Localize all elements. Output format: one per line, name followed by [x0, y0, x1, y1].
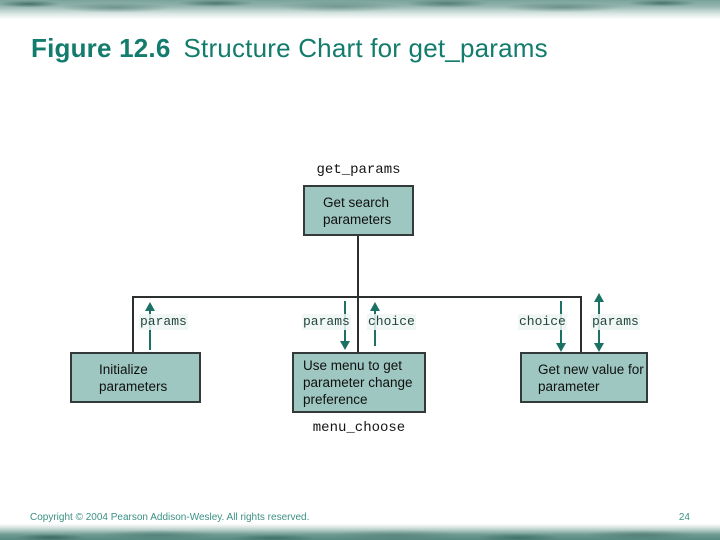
module-box-text: Get new value for parameter [538, 361, 644, 394]
module-label-menu-choose: menu_choose [312, 420, 406, 436]
module-box-text: Use menu to get parameter change prefere… [303, 358, 413, 407]
page-number: 24 [678, 512, 690, 523]
couple-label-params-middle: params [302, 314, 351, 330]
connector-left-drop [132, 297, 134, 352]
module-box-get-search-parameters: Get search parameters [303, 185, 414, 236]
connector-middle-drop [357, 297, 359, 352]
connector-right-drop [580, 297, 582, 352]
module-label-get-params: get_params [316, 162, 401, 178]
top-texture-band [0, 0, 720, 22]
module-box-initialize-parameters: Initialize parameters [70, 352, 201, 403]
module-box-text: Initialize parameters [99, 361, 168, 394]
module-box-get-new-value: Get new value for parameter [520, 352, 648, 403]
title-text: Structure Chart for get_params [183, 33, 548, 63]
couple-label-params-left: params [139, 314, 188, 330]
couple-label-choice-right: choice [518, 314, 567, 330]
module-box-text: Get search parameters [323, 194, 392, 227]
title-figure-number: Figure 12.6 [31, 33, 171, 63]
bottom-texture-band [0, 523, 720, 540]
couple-label-choice-middle: choice [367, 314, 416, 330]
module-box-use-menu: Use menu to get parameter change prefere… [292, 352, 426, 413]
connector-root-stem [357, 236, 359, 297]
couple-label-params-right: params [591, 314, 640, 330]
arrow-params-up-left [145, 302, 155, 350]
copyright-text: Copyright © 2004 Pearson Addison-Wesley.… [30, 512, 310, 523]
page-title: Figure 12.6 Structure Chart for get_param… [31, 33, 548, 64]
